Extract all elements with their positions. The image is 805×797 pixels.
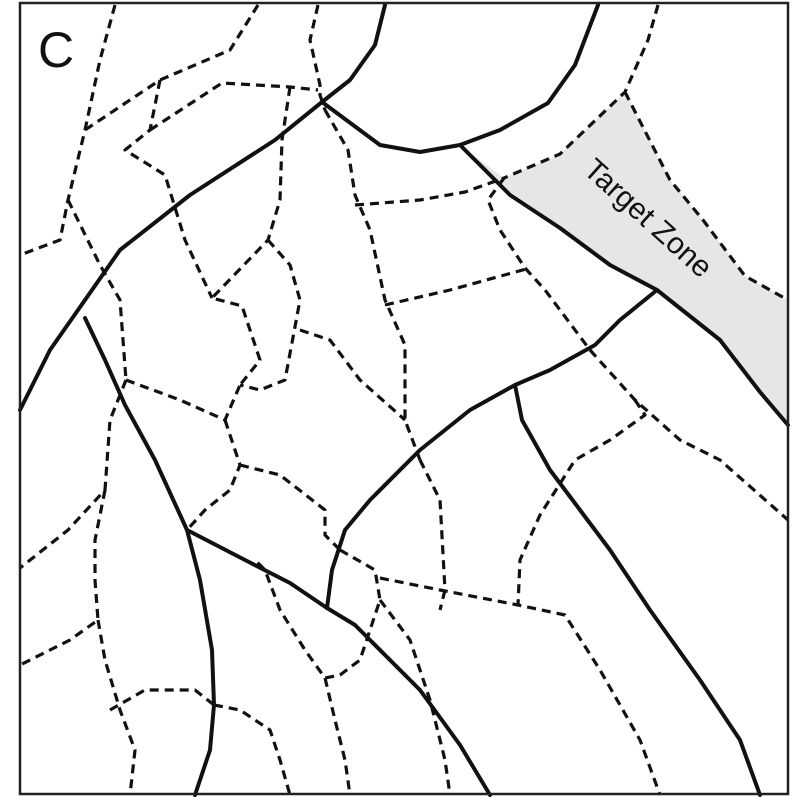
solid-line <box>325 288 659 610</box>
dashed-line <box>239 463 342 552</box>
dashed-line <box>486 177 592 351</box>
dashed-line <box>149 81 319 132</box>
dashed-line <box>123 79 214 299</box>
target-zone-area <box>462 92 788 425</box>
dashed-line <box>379 576 662 796</box>
solid-line <box>320 3 600 154</box>
dashed-line <box>299 328 407 422</box>
dashed-line <box>19 379 128 570</box>
dashed-line <box>623 91 789 302</box>
dashed-line <box>253 548 382 680</box>
panel-frame <box>18 1 790 796</box>
dashed-line <box>588 348 790 522</box>
dashed-line <box>239 238 302 392</box>
dashed-line <box>516 399 647 606</box>
dashed-line <box>418 459 447 611</box>
dashed-line <box>378 599 452 796</box>
dashed-boundaries <box>19 4 790 796</box>
dashed-line <box>109 688 215 712</box>
solid-line <box>83 316 216 797</box>
dashed-line <box>213 703 292 796</box>
dashed-line <box>185 419 242 532</box>
dashed-line <box>354 176 505 207</box>
dashed-line <box>323 677 352 796</box>
dashed-line <box>308 4 327 111</box>
dashed-line <box>66 199 128 381</box>
dashed-line <box>384 266 531 307</box>
dashed-line <box>19 4 117 257</box>
dashed-line <box>125 378 242 422</box>
solid-boundaries <box>18 3 790 797</box>
solid-line <box>460 145 790 427</box>
solid-line <box>513 383 762 797</box>
solid-line <box>185 528 492 797</box>
solid-line <box>18 3 387 412</box>
dashed-line <box>210 86 292 386</box>
dashed-line <box>84 4 260 132</box>
dashed-line <box>96 619 137 796</box>
panel-letter: C <box>38 22 74 78</box>
dashed-line <box>323 109 422 461</box>
dashed-line <box>19 489 107 667</box>
